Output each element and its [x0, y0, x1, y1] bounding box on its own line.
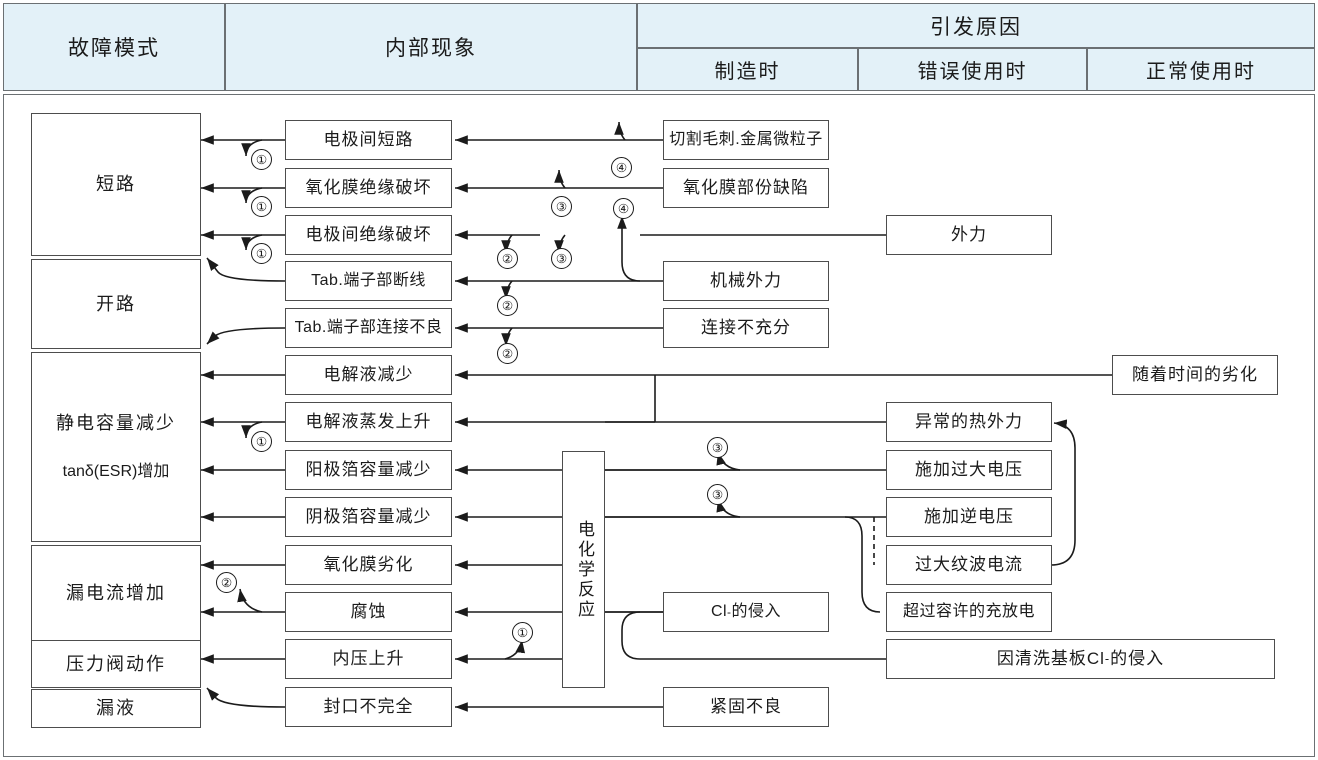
header-trigger-cause: 引发原因 [637, 3, 1315, 48]
phenomenon-incomplete-sealing[interactable]: 封口不完全 [285, 687, 452, 727]
cause-excessive-voltage-applied[interactable]: 施加过大电压 [886, 450, 1052, 490]
failure-mode-leakage-current[interactable]: 漏电流增加 [31, 545, 201, 642]
header-failure-mode: 故障模式 [3, 3, 225, 91]
failure-mode-liquid-leak[interactable]: 漏液 [31, 689, 201, 728]
marker-4-external-force: ④ [613, 198, 634, 219]
phenomenon-inter-electrode-insulation-breakdown[interactable]: 电极间绝缘破坏 [285, 215, 452, 255]
marker-1-pressure: ① [512, 622, 533, 643]
cause-chloride-intrusion-from-board-cleaning[interactable]: 因清洗基板Cl-的侵入 [886, 639, 1275, 679]
cause-poor-fastening[interactable]: 紧固不良 [663, 687, 829, 727]
marker-3-oxide: ③ [551, 196, 572, 217]
marker-3-insulation: ③ [551, 248, 572, 269]
phenomenon-oxide-film-degradation[interactable]: 氧化膜劣化 [285, 545, 452, 585]
phenomenon-tab-terminal-poor-connection[interactable]: Tab.端子部连接不良 [285, 308, 452, 348]
header-internal-phenomenon: 内部现象 [225, 3, 637, 91]
cause-abnormal-thermal-external-force[interactable]: 异常的热外力 [886, 402, 1052, 442]
phenomenon-electrolyte-evaporation[interactable]: 电解液蒸发上升 [285, 402, 452, 442]
failure-mode-label: 短路 [96, 174, 136, 195]
cause-oxide-film-partial-defect[interactable]: 氧化膜部份缺陷 [663, 168, 829, 208]
cause-degradation-over-time[interactable]: 随着时间的劣化 [1112, 355, 1278, 395]
marker-3-cathode: ③ [707, 484, 728, 505]
header-misuse: 错误使用时 [858, 48, 1087, 91]
failure-mode-label-line2: tanδ(ESR)增加 [62, 463, 170, 481]
cause-mechanical-external-force[interactable]: 机械外力 [663, 261, 829, 301]
electrochemical-reaction-box[interactable]: 电化学反应 [562, 451, 605, 688]
phenomenon-electrolyte-decrease[interactable]: 电解液减少 [285, 355, 452, 395]
chloride-label-prefix: Cl [710, 603, 728, 621]
failure-mode-pressure-valve[interactable]: 压力阀动作 [31, 640, 201, 688]
marker-2-leakage: ② [216, 572, 237, 593]
failure-mode-label: 漏液 [96, 698, 136, 719]
board-cleaning-label-suffix: 的侵入 [1110, 648, 1165, 668]
cause-external-force[interactable]: 外力 [886, 215, 1052, 255]
phenomenon-anode-foil-capacitance-drop[interactable]: 阳极箔容量减少 [285, 450, 452, 490]
failure-mode-label: 开路 [96, 293, 136, 314]
phenomenon-corrosion[interactable]: 腐蚀 [285, 592, 452, 632]
marker-4-burr: ④ [611, 157, 632, 178]
marker-1-short-1: ① [251, 149, 272, 170]
cause-reverse-voltage-applied[interactable]: 施加逆电压 [886, 497, 1052, 537]
header-normal-use: 正常使用时 [1087, 48, 1315, 91]
marker-1-short-2: ① [251, 196, 272, 217]
failure-mode-label: 漏电流增加 [66, 583, 166, 604]
board-cleaning-label-prefix: 因清洗基板Cl [996, 648, 1105, 668]
header-manufacturing: 制造时 [637, 48, 858, 91]
minus-sign-superscript: - [1104, 651, 1111, 667]
cause-over-allowed-charge-discharge[interactable]: 超过容许的充放电 [886, 592, 1052, 632]
failure-mode-label-line1: 静电容量减少 [56, 413, 176, 434]
marker-1-evaporation: ① [251, 431, 272, 452]
marker-2-tab-connection: ② [497, 343, 518, 364]
marker-2-insulation: ② [497, 248, 518, 269]
cause-chloride-ion-intrusion[interactable]: Cl-的侵入 [663, 592, 829, 632]
chloride-label-suffix: 的侵入 [731, 603, 782, 621]
phenomenon-inter-electrode-short[interactable]: 电极间短路 [285, 120, 452, 160]
cause-insufficient-connection[interactable]: 连接不充分 [663, 308, 829, 348]
phenomenon-cathode-foil-capacitance-drop[interactable]: 阴极箔容量减少 [285, 497, 452, 537]
phenomenon-internal-pressure-rise[interactable]: 内压上升 [285, 639, 452, 679]
failure-mode-capacitance-drop[interactable]: 静电容量减少 tanδ(ESR)增加 [31, 352, 201, 542]
phenomenon-tab-terminal-break[interactable]: Tab.端子部断线 [285, 261, 452, 301]
marker-2-tab-break: ② [497, 295, 518, 316]
phenomenon-oxide-film-insulation-breakdown[interactable]: 氧化膜绝缘破坏 [285, 168, 452, 208]
failure-mode-label: 压力阀动作 [66, 653, 166, 674]
cause-cutting-burr-metal-particles[interactable]: 切割毛刺.金属微粒子 [663, 120, 829, 160]
failure-mode-open-circuit[interactable]: 开路 [31, 259, 201, 349]
cause-excessive-ripple-current[interactable]: 过大纹波电流 [886, 545, 1052, 585]
marker-1-short-3: ① [251, 243, 272, 264]
marker-3-anode: ③ [707, 437, 728, 458]
failure-mode-short-circuit[interactable]: 短路 [31, 113, 201, 256]
